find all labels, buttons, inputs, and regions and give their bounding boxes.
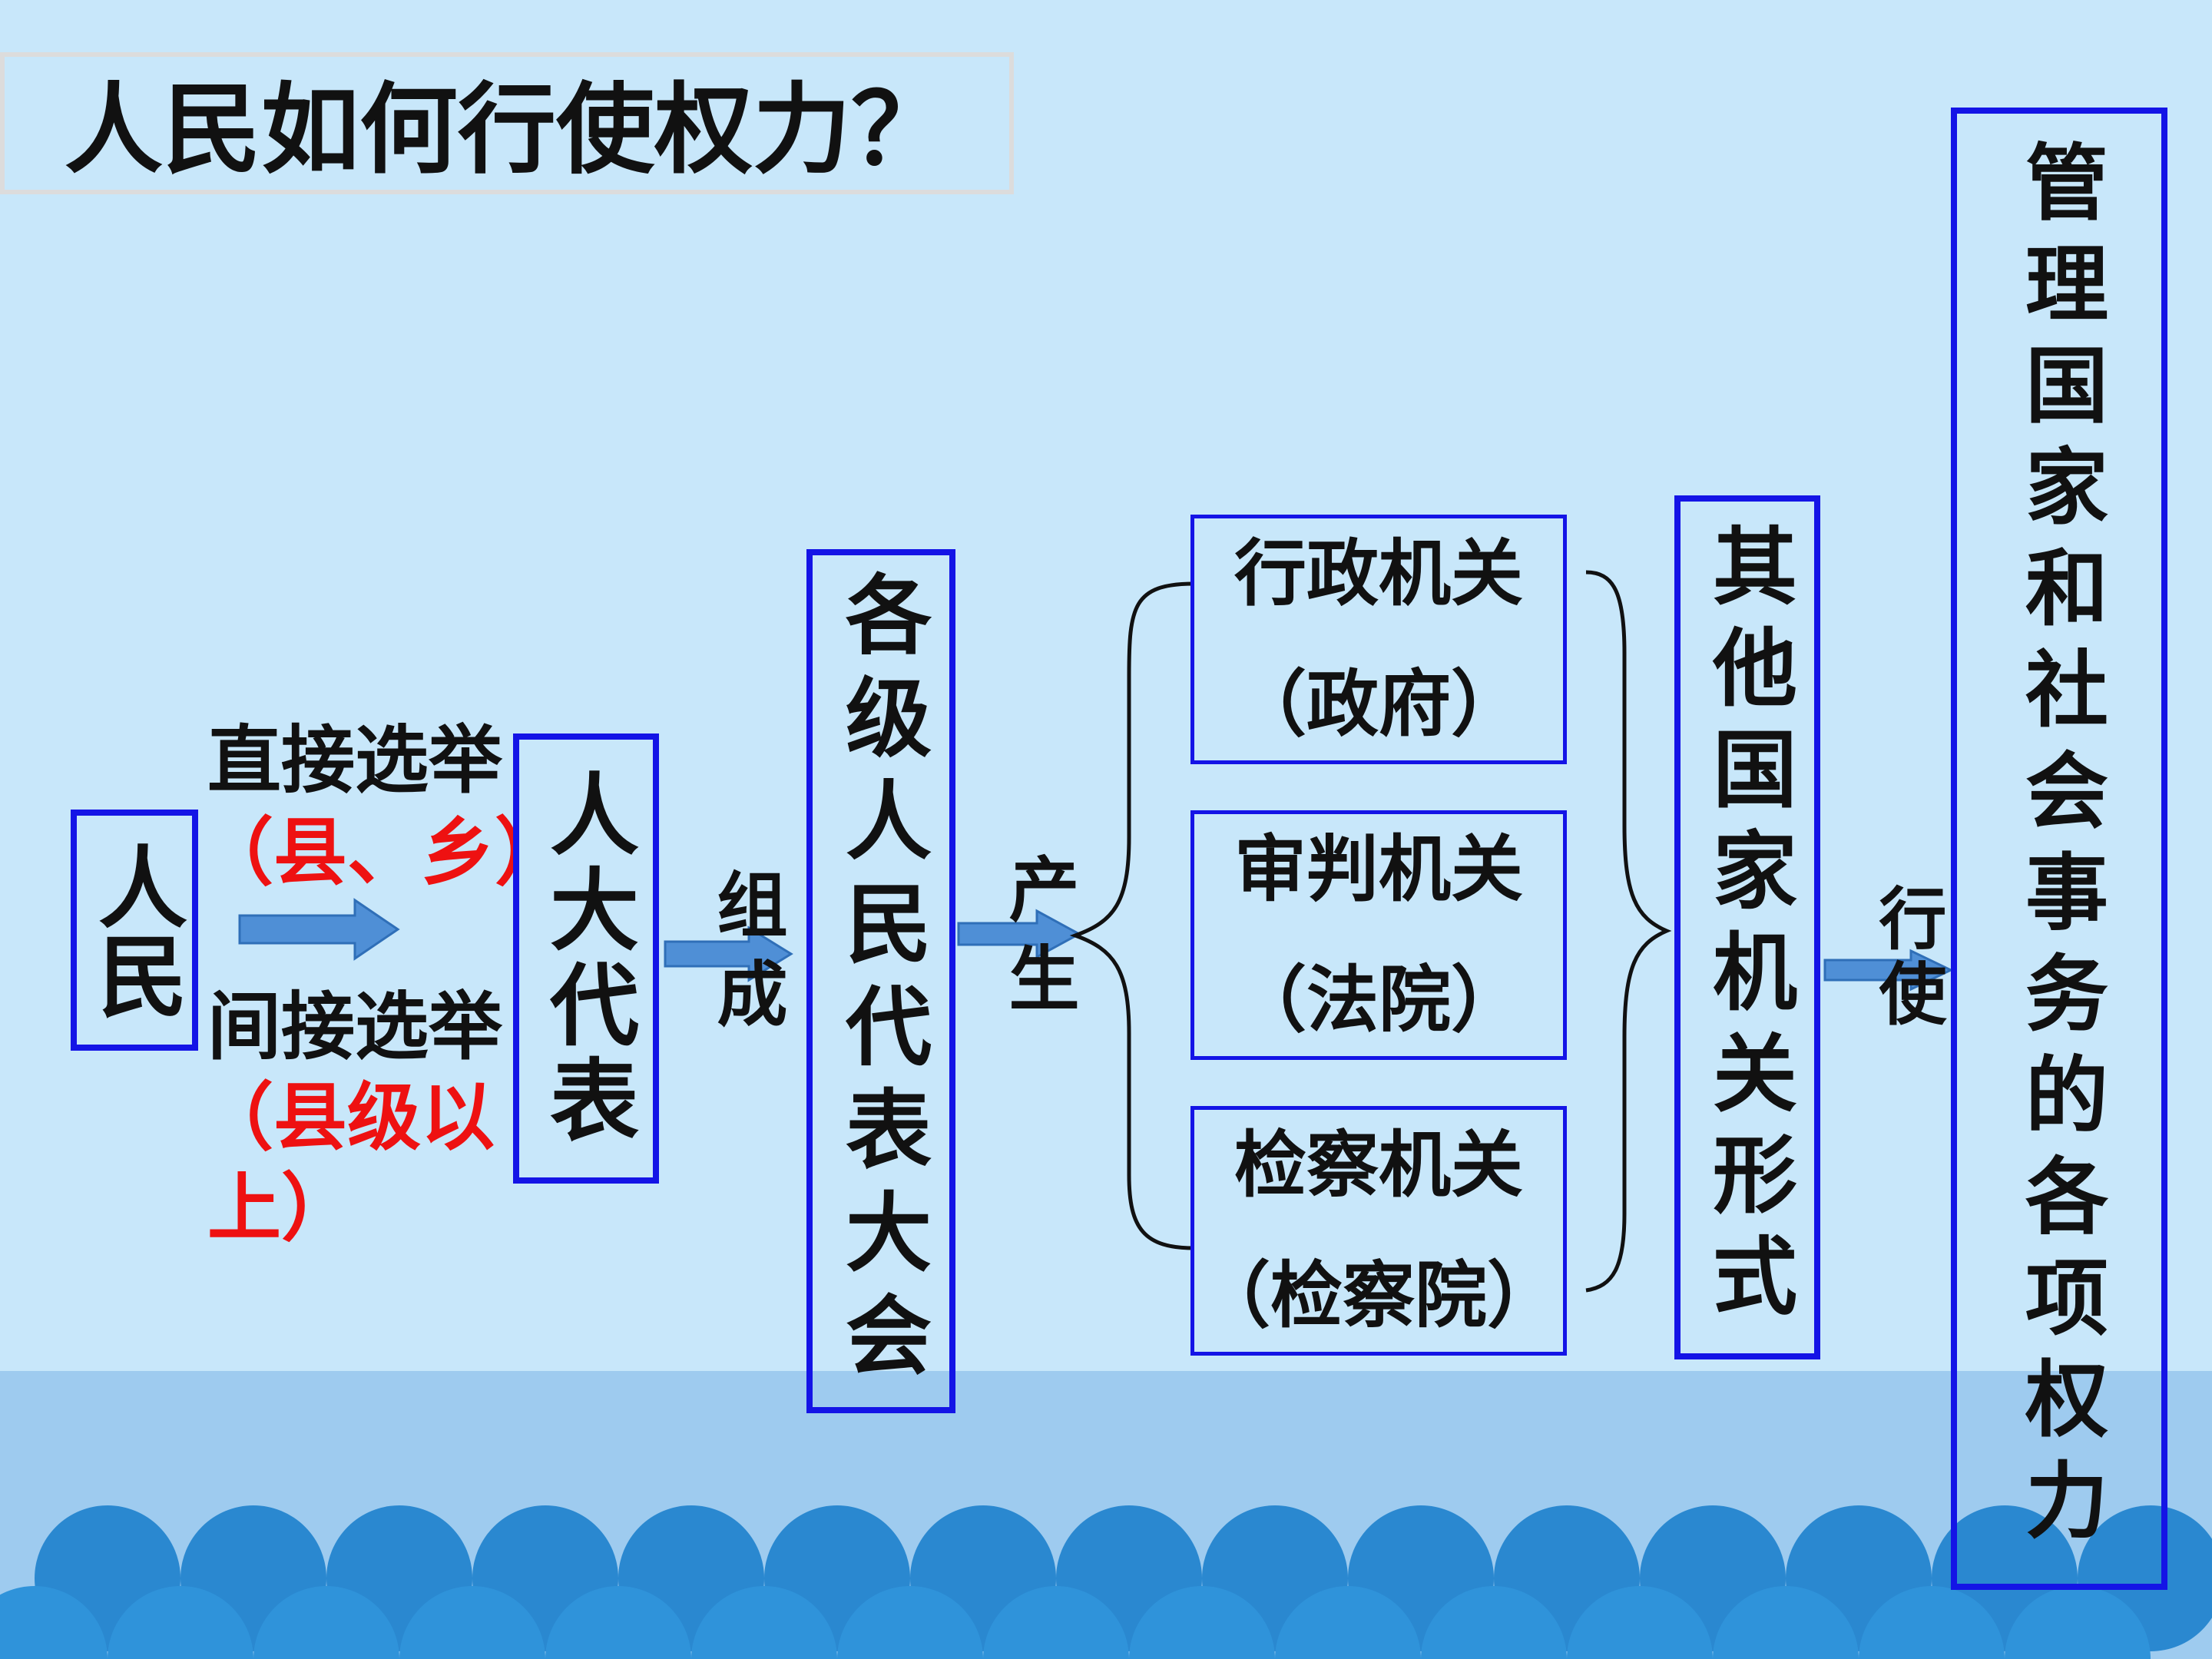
organ-name-executive: 行政机关: [1233, 531, 1523, 616]
left-brace: [1069, 581, 1195, 1250]
organ-sub-executive: （政府）: [1233, 662, 1523, 747]
organ-sub-judicial: （法院）: [1233, 958, 1523, 1042]
right-brace: [1585, 570, 1672, 1293]
page-title: 人民如何行使权力？: [65, 73, 950, 187]
direct-scope-label: （县、乡）: [200, 810, 568, 896]
powers-box: 管理国家和社会事务的各项权力: [1951, 108, 2167, 1590]
title-box: [0, 52, 1014, 194]
wave-row-bottom: [0, 1586, 2151, 1659]
other-forms-label: 其他国家机关形式: [1698, 522, 1796, 1333]
organ-sub-procuratorial: （检察院）: [1197, 1253, 1559, 1338]
indirect-election-label: 间接选举: [207, 984, 502, 1070]
congress-box: 各级人民代表大会: [806, 549, 955, 1413]
deputies-box: 人大代表: [513, 733, 659, 1184]
exercise-label: 行使: [1868, 883, 1947, 1034]
other-forms-box: 其他国家机关形式: [1674, 495, 1820, 1359]
indirect-scope-label-line2: 上）: [207, 1165, 355, 1251]
deputies-label: 人大代表: [535, 768, 638, 1149]
congress-label: 各级人民代表大会: [831, 569, 931, 1393]
powers-label: 管理国家和社会事务的各项权力: [2012, 139, 2108, 1558]
people-box: 人民: [71, 810, 198, 1051]
direct-election-label: 直接选举: [207, 717, 502, 803]
organ-box-judicial: 审判机关 （法院）: [1190, 810, 1567, 1060]
arrow-forms-to-powers: [1823, 949, 1954, 992]
indirect-scope-label-line1: （县级以: [200, 1075, 495, 1161]
arrow-deputies-to-congress: [664, 926, 793, 982]
compose-label: 组成: [705, 868, 787, 1046]
organ-box-procuratorial: 检察机关 （检察院）: [1190, 1106, 1567, 1356]
organ-box-executive: 行政机关 （政府）: [1190, 515, 1567, 764]
organ-name-judicial: 审判机关: [1233, 827, 1523, 912]
arrow-congress-to-organs: [957, 909, 1082, 959]
produce-label: 产生: [997, 853, 1079, 1031]
arrow-people-to-deputies: [238, 898, 400, 961]
people-label: 人民: [83, 841, 187, 1019]
organ-name-procuratorial: 检察机关: [1233, 1123, 1523, 1207]
